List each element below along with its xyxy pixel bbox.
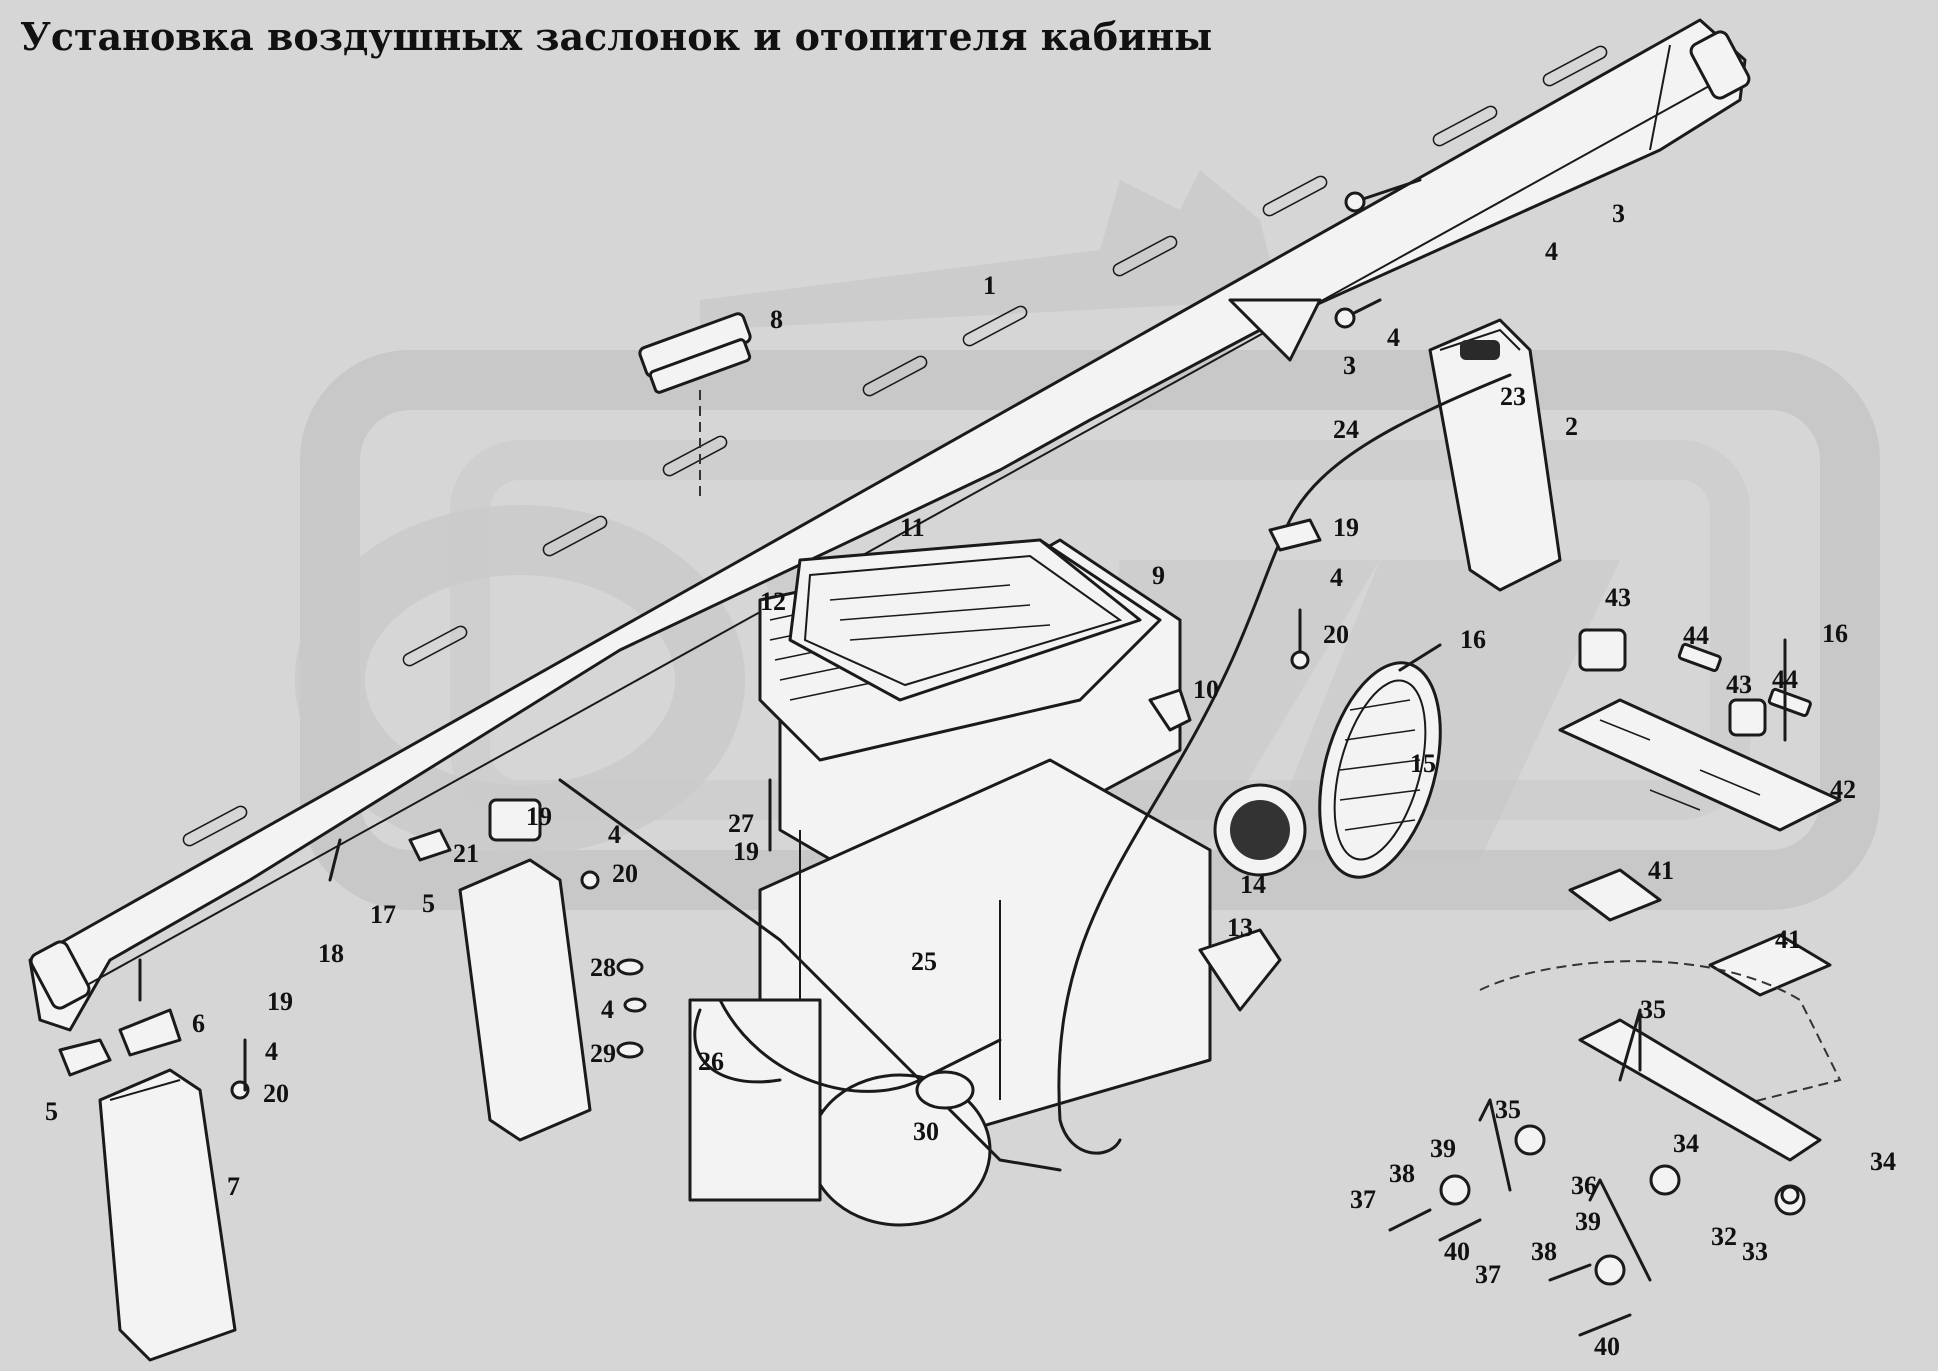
callout-42: 42	[1830, 775, 1856, 804]
callout-8: 8	[770, 305, 783, 334]
callout-40b: 40	[1594, 1332, 1620, 1361]
callout-19a: 19	[1333, 513, 1359, 542]
callout-4c: 4	[1330, 563, 1343, 592]
callout-34b: 34	[1870, 1147, 1896, 1176]
control-cables	[558, 373, 1512, 1172]
callout-28: 28	[590, 953, 616, 982]
callout-41a: 41	[1648, 856, 1674, 885]
callout-40a: 40	[1444, 1237, 1470, 1266]
callout-24: 24	[1333, 415, 1359, 444]
callout-33: 33	[1742, 1237, 1768, 1266]
callout-36: 36	[1571, 1171, 1597, 1200]
callout-5a: 5	[422, 889, 435, 918]
callout-19b: 19	[526, 802, 552, 831]
callout-43b: 43	[1726, 670, 1752, 699]
air-duct-panel	[28, 18, 1751, 1032]
callout-10: 10	[1193, 675, 1219, 704]
callout-19d: 19	[267, 987, 293, 1016]
callout-2: 2	[1565, 412, 1578, 441]
callout-12: 12	[760, 587, 786, 616]
callout-18: 18	[318, 939, 344, 968]
callout-26: 26	[698, 1047, 724, 1076]
callout-14: 14	[1240, 870, 1266, 899]
callout-43a: 43	[1605, 583, 1631, 612]
duct-slots	[182, 45, 1608, 847]
post-7	[98, 1068, 237, 1362]
callout-23: 23	[1500, 382, 1526, 411]
lever-assembly	[1388, 628, 1842, 1337]
post-2	[1428, 318, 1562, 592]
callout-1: 1	[983, 271, 996, 300]
callout-32: 32	[1711, 1222, 1737, 1251]
callout-20a: 20	[1323, 620, 1349, 649]
callout-16a: 16	[1460, 625, 1486, 654]
callout-44a: 44	[1683, 621, 1709, 650]
callout-6: 6	[192, 1009, 205, 1038]
callout-27: 27	[728, 809, 754, 838]
callout-5b: 5	[45, 1097, 58, 1126]
callout-16b: 16	[1822, 619, 1848, 648]
post-middle	[458, 798, 592, 1142]
callout-44b: 44	[1772, 665, 1798, 694]
heater-unit	[688, 538, 1307, 1227]
callout-7: 7	[227, 1172, 240, 1201]
callout-35a: 35	[1640, 995, 1666, 1024]
callout-17: 17	[370, 900, 396, 929]
callout-39a: 39	[1430, 1134, 1456, 1163]
callout-41b: 41	[1775, 925, 1801, 954]
callout-4a: 4	[1545, 237, 1558, 266]
page-title: Установка воздушных заслонок и отопителя…	[20, 14, 1213, 59]
callout-20c: 20	[263, 1079, 289, 1108]
grille-8	[638, 312, 752, 500]
callout-39b: 39	[1575, 1207, 1601, 1236]
callout-9: 9	[1152, 561, 1165, 590]
callout-38a: 38	[1389, 1159, 1415, 1188]
callout-34a: 34	[1673, 1129, 1699, 1158]
callout-15: 15	[1410, 749, 1436, 778]
callout-11: 11	[900, 513, 925, 542]
callout-29: 29	[590, 1039, 616, 1068]
callout-20b: 20	[612, 859, 638, 888]
callout-38b: 38	[1531, 1237, 1557, 1266]
callout-13: 13	[1227, 913, 1253, 942]
callout-4d: 4	[608, 820, 621, 849]
callout-21: 21	[453, 839, 479, 868]
callout-4b: 4	[1387, 323, 1400, 352]
callout-30: 30	[913, 1117, 939, 1146]
callout-25: 25	[911, 947, 937, 976]
callout-4e: 4	[601, 995, 614, 1024]
fasteners	[58, 178, 1787, 1100]
callout-37b: 37	[1475, 1260, 1501, 1289]
callout-4f: 4	[265, 1037, 278, 1066]
callout-3b: 3	[1343, 351, 1356, 380]
callout-3a: 3	[1612, 199, 1625, 228]
callout-35b: 35	[1495, 1095, 1521, 1124]
callout-37a: 37	[1350, 1185, 1376, 1214]
callout-19c: 19	[733, 837, 759, 866]
vent-15	[1318, 661, 1442, 879]
callout-labels: 1 2 3 3 4 4 4 4 4 4 5 5 6 7 8 9 10 11 12…	[45, 199, 1896, 1361]
